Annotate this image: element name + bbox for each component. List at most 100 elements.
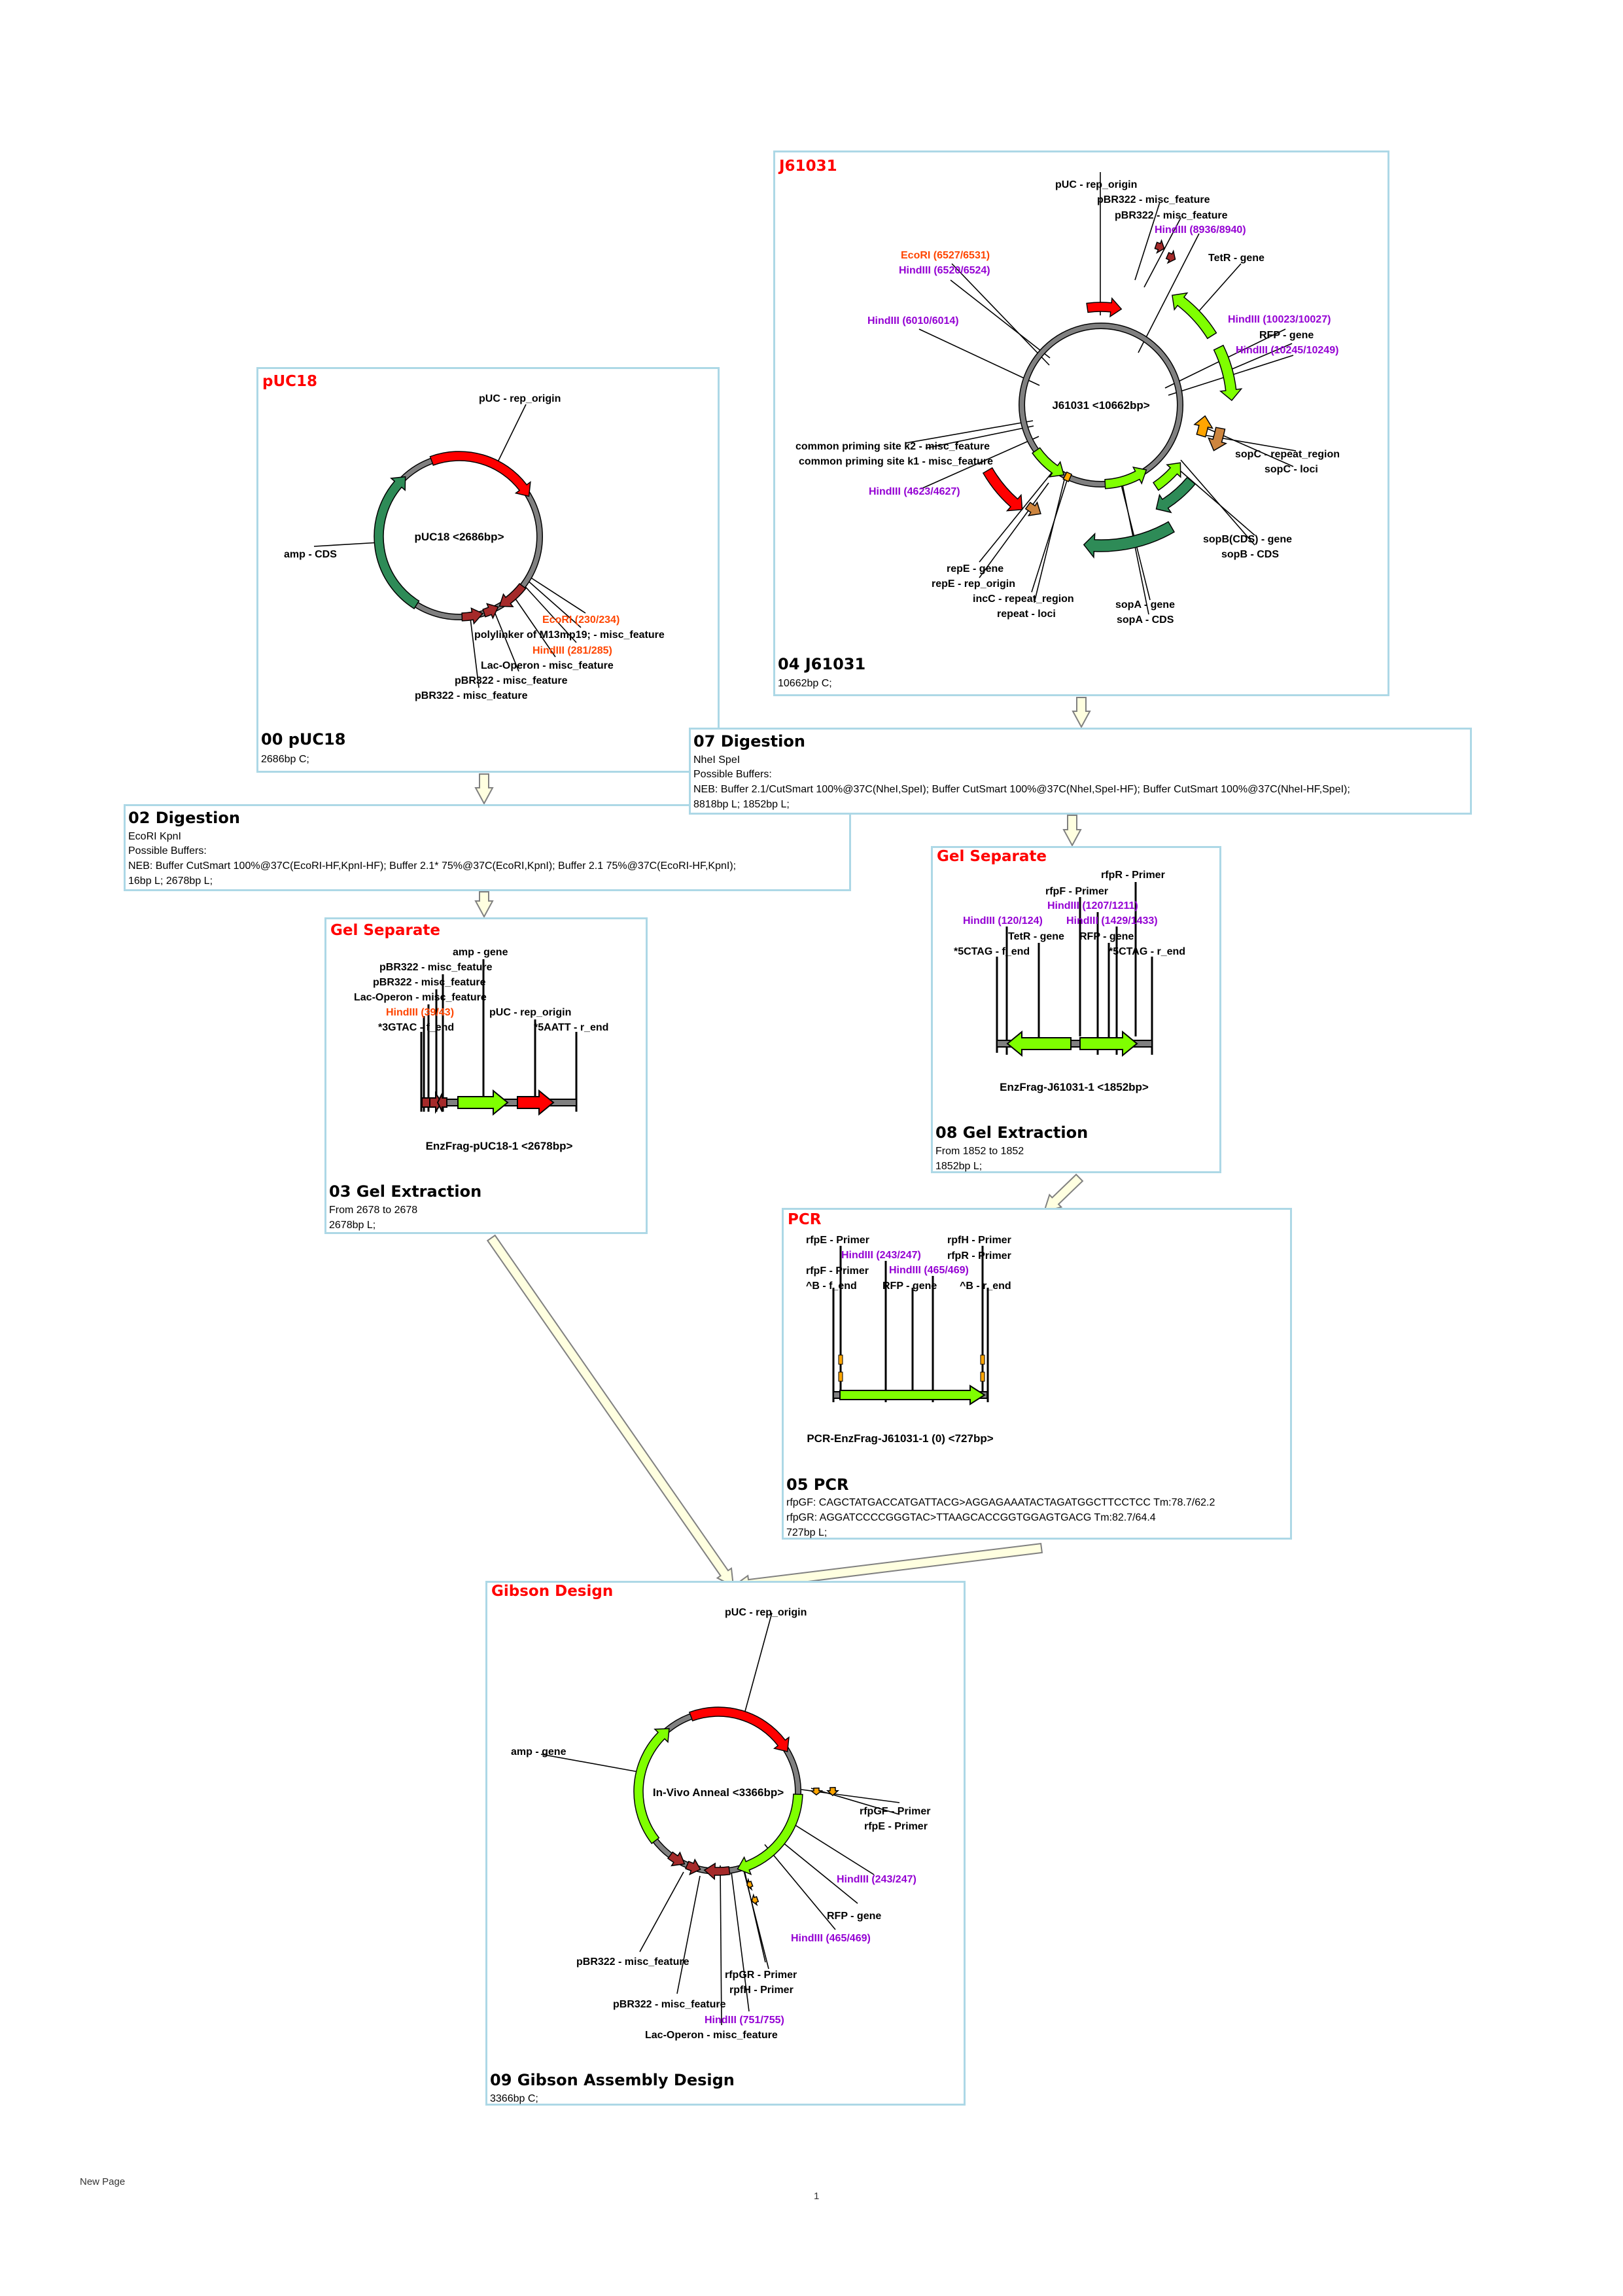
feature-label[interactable]: common priming site k1 - misc_feature: [799, 456, 993, 467]
primer-marker[interactable]: [838, 1354, 843, 1365]
feature-label[interactable]: HindIII (465/469): [791, 1933, 871, 1944]
feature-label[interactable]: pBR322 - misc_feature: [1097, 194, 1210, 205]
feature-arrow-gene-green[interactable]: [457, 1089, 509, 1116]
feature-arrow-primer[interactable]: [1062, 471, 1073, 482]
feature-arrow-misc-feature[interactable]: [436, 1093, 447, 1112]
feature-arrow-gene-green[interactable]: [1104, 466, 1147, 489]
primer-marker[interactable]: [838, 1371, 843, 1382]
feature-label[interactable]: pBR322 - misc_feature: [455, 675, 568, 686]
feature-label[interactable]: HindIII (10023/10027): [1228, 314, 1331, 325]
feature-label[interactable]: rfpE - Primer: [806, 1235, 869, 1246]
feature-label[interactable]: amp - gene: [511, 1746, 567, 1757]
feature-label[interactable]: rpfH - Primer: [729, 1985, 794, 1996]
primer-marker[interactable]: [980, 1354, 985, 1365]
feature-arrow-gene-green[interactable]: [1006, 1030, 1072, 1057]
feature-label[interactable]: pUC - rep_origin: [489, 1007, 571, 1018]
feature-label[interactable]: HindIII (8936/8940): [1155, 224, 1246, 236]
feature-arrow-misc-feature[interactable]: [482, 603, 499, 620]
feature-label[interactable]: HindIII (1429/1433): [1066, 915, 1158, 927]
feature-arrow-primer[interactable]: [809, 1787, 824, 1796]
feature-label[interactable]: HindIII (6010/6014): [867, 315, 959, 327]
feature-arrow-cds-dark_green[interactable]: [1155, 476, 1196, 514]
feature-arrow-primer[interactable]: [1193, 415, 1213, 438]
feature-label[interactable]: repE - rep_origin: [932, 578, 1015, 590]
feature-label[interactable]: pBR322 - misc_feature: [613, 1999, 726, 2010]
feature-label[interactable]: polylinker of M13mp19; - misc_feature: [474, 629, 665, 641]
feature-label[interactable]: ^B - f_end: [806, 1280, 857, 1292]
feature-label[interactable]: incC - repeat_region: [973, 593, 1074, 605]
feature-label[interactable]: rfpGR - Primer: [725, 1969, 797, 1981]
feature-arrow-misc-feature[interactable]: [1154, 239, 1165, 255]
feature-label[interactable]: HindIII (281/285): [532, 645, 612, 656]
feature-arrow-misc-feature[interactable]: [461, 607, 484, 625]
feature-label[interactable]: sopA - CDS: [1117, 614, 1174, 626]
feature-label[interactable]: HindIII (6520/6524): [899, 265, 990, 276]
feature-arrow-rep-origin[interactable]: [982, 467, 1023, 512]
feature-arrow-gene-green[interactable]: [839, 1385, 986, 1405]
feature-arrow-primer[interactable]: [746, 1877, 754, 1892]
feature-label[interactable]: sopC - loci: [1265, 464, 1318, 475]
feature-label[interactable]: pBR322 - misc_feature: [373, 977, 486, 988]
feature-label[interactable]: RFP - gene: [1259, 330, 1314, 341]
feature-label[interactable]: rfpF - Primer: [806, 1265, 869, 1277]
feature-label[interactable]: rfpF - Primer: [1045, 886, 1108, 897]
feature-label[interactable]: TetR - gene: [1008, 931, 1064, 942]
feature-label[interactable]: sopC - repeat_region: [1235, 449, 1340, 460]
feature-label[interactable]: HindIII (39/43): [386, 1007, 454, 1018]
feature-label[interactable]: sopB(CDS) - gene: [1203, 534, 1292, 545]
feature-label[interactable]: repeat - loci: [997, 609, 1056, 620]
feature-label[interactable]: HindIII (243/247): [837, 1874, 916, 1885]
feature-label[interactable]: EcoRI (6527/6531): [901, 250, 990, 261]
feature-label[interactable]: amp - gene: [453, 947, 508, 958]
feature-label[interactable]: *5CTAG - f_end: [954, 946, 1030, 957]
feature-label[interactable]: sopB - CDS: [1221, 549, 1279, 560]
feature-label[interactable]: HindIII (1207/1211): [1047, 900, 1138, 911]
feature-label[interactable]: HindIII (4623/4627): [869, 486, 960, 497]
feature-arrow-misc-feature[interactable]: [1165, 249, 1176, 264]
panel-digestion-02[interactable]: 02 Digestion EcoRI KpnI Possible Buffers…: [124, 804, 851, 891]
feature-label[interactable]: EcoRI (230/234): [542, 614, 620, 626]
feature-label[interactable]: repE - gene: [947, 563, 1003, 574]
feature-arrow-repeat[interactable]: [1208, 427, 1228, 451]
feature-arrow-misc-feature[interactable]: [429, 1091, 443, 1114]
feature-arrow-misc-feature[interactable]: [667, 1851, 686, 1867]
feature-label[interactable]: *5AATT - r_end: [534, 1022, 608, 1033]
feature-arrow-cds-dark_green[interactable]: [1083, 521, 1176, 559]
feature-label[interactable]: *3GTAC - f_end: [378, 1022, 454, 1033]
panel-digestion-07[interactable]: 07 Digestion NheI SpeI Possible Buffers:…: [689, 728, 1472, 815]
feature-arrow-primer[interactable]: [826, 1787, 839, 1797]
feature-arrow-rep-origin[interactable]: [1086, 297, 1123, 318]
feature-arrow-gene-green[interactable]: [1032, 447, 1065, 478]
feature-label[interactable]: HindIII (243/247): [841, 1250, 921, 1261]
feature-arrow-misc-feature[interactable]: [685, 1858, 701, 1876]
feature-label[interactable]: pBR322 - misc_feature: [379, 962, 493, 973]
feature-label[interactable]: HindIII (465/469): [889, 1265, 969, 1276]
feature-label[interactable]: amp - CDS: [284, 549, 337, 560]
primer-marker[interactable]: [980, 1371, 985, 1382]
feature-arrow-rep-origin[interactable]: [429, 451, 531, 497]
feature-arrow-cds-dark_green[interactable]: [374, 476, 420, 610]
feature-label[interactable]: HindIII (120/124): [963, 915, 1043, 927]
feature-arrow-gene-green[interactable]: [633, 1728, 670, 1845]
feature-arrow-gene-green[interactable]: [1079, 1030, 1138, 1057]
feature-label[interactable]: HindIII (751/755): [705, 2015, 784, 2026]
feature-label[interactable]: pUC - rep_origin: [725, 1607, 807, 1618]
feature-label[interactable]: sopA - gene: [1115, 599, 1175, 610]
feature-label[interactable]: pBR322 - misc_feature: [415, 690, 528, 701]
feature-label[interactable]: common priming site k2 - misc_feature: [795, 441, 990, 452]
feature-label[interactable]: *5CTAG - r_end: [1109, 946, 1185, 957]
feature-label[interactable]: rpfH - Primer: [947, 1235, 1011, 1246]
feature-arrow-primer[interactable]: [751, 1893, 759, 1907]
feature-label[interactable]: pUC - rep_origin: [1055, 179, 1137, 190]
feature-label[interactable]: Lac-Operon - misc_feature: [354, 992, 487, 1003]
feature-label[interactable]: rfpR - Primer: [947, 1250, 1011, 1262]
